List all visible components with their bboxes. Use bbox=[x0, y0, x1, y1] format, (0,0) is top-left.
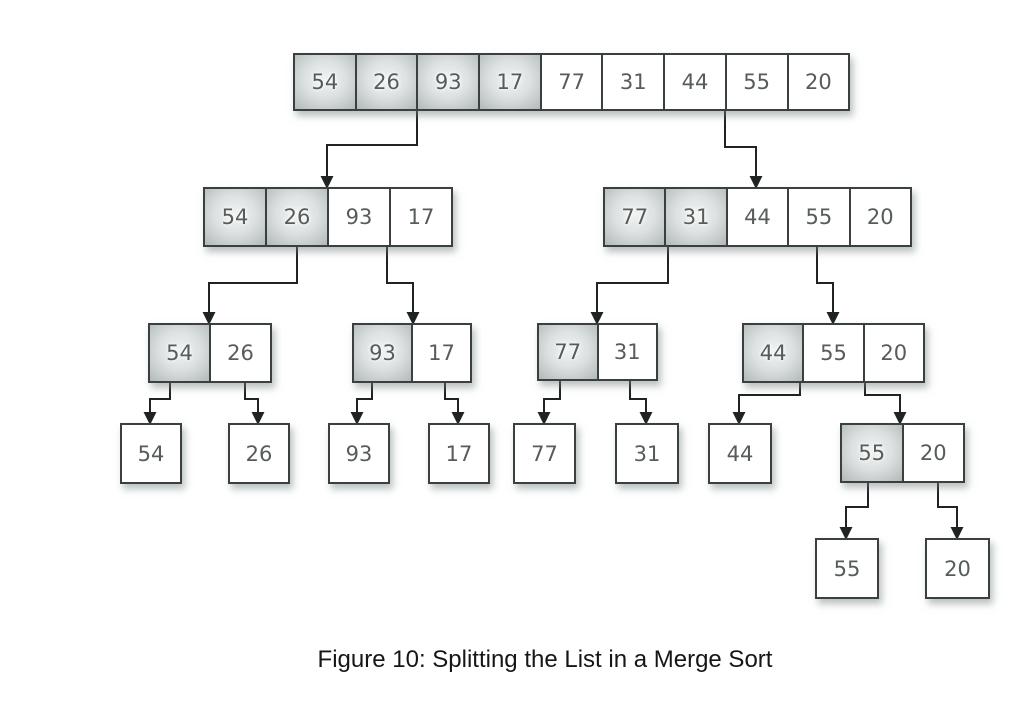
list-cell: 93 bbox=[416, 53, 481, 111]
split-arrow-l2-right-to-l3-d bbox=[816, 247, 840, 325]
list-cell: 77 bbox=[537, 323, 599, 381]
list-cell: 93 bbox=[352, 323, 413, 383]
list-cell: 26 bbox=[228, 423, 290, 484]
split-arrow-l1-to-l2-right bbox=[724, 111, 763, 189]
list-cell: 31 bbox=[601, 53, 666, 111]
list-cell: 54 bbox=[293, 53, 357, 111]
split-arrow-l3-a-to-l4-26 bbox=[244, 383, 265, 425]
list-cell: 55 bbox=[815, 538, 879, 599]
list-row-l4-17: 17 bbox=[428, 423, 490, 484]
list-cell: 26 bbox=[354, 53, 419, 111]
list-cell: 31 bbox=[664, 187, 728, 247]
list-cell: 31 bbox=[615, 423, 679, 484]
list-cell: 20 bbox=[848, 187, 912, 247]
split-arrow-l3-d-to-l4-55-20 bbox=[864, 383, 907, 425]
list-row-l4-77: 77 bbox=[513, 423, 576, 484]
split-arrow-l3-d-to-l4-44 bbox=[732, 383, 801, 425]
list-row-l4-31: 31 bbox=[615, 423, 679, 484]
list-cell: 55 bbox=[724, 53, 789, 111]
list-row-l5-55: 55 bbox=[815, 538, 879, 599]
split-arrow-l3-c-to-l4-31 bbox=[629, 381, 653, 425]
split-arrow-l4-55-20-to-l5-20 bbox=[937, 483, 964, 540]
list-cell: 77 bbox=[513, 423, 576, 484]
split-arrow-l2-left-to-l3-b bbox=[386, 247, 420, 325]
list-cell: 93 bbox=[327, 187, 391, 247]
list-row-l4-54: 54 bbox=[120, 423, 182, 484]
list-cell: 44 bbox=[708, 423, 772, 484]
list-cell: 20 bbox=[925, 538, 990, 599]
split-arrow-l3-a-to-l4-54 bbox=[143, 383, 171, 425]
list-cell: 20 bbox=[901, 423, 965, 483]
figure-caption: Figure 10: Splitting the List in a Merge… bbox=[317, 646, 773, 673]
list-cell: 55 bbox=[787, 187, 851, 247]
list-cell: 55 bbox=[840, 423, 904, 483]
list-row-l4-26: 26 bbox=[228, 423, 290, 484]
list-cell: 44 bbox=[725, 187, 790, 247]
list-cell: 93 bbox=[328, 423, 390, 484]
list-cell: 44 bbox=[742, 323, 805, 383]
list-cell: 54 bbox=[203, 187, 267, 247]
list-cell: 26 bbox=[265, 187, 329, 247]
split-arrow-l3-c-to-l4-77 bbox=[537, 381, 561, 425]
list-cell: 55 bbox=[802, 323, 865, 383]
split-arrow-l2-left-to-l3-a bbox=[202, 247, 298, 325]
list-row-l4-93: 93 bbox=[328, 423, 390, 484]
list-cell: 20 bbox=[862, 323, 925, 383]
list-row-l4-44: 44 bbox=[708, 423, 772, 484]
split-arrow-l3-b-to-l4-17 bbox=[444, 383, 465, 425]
split-arrow-l4-55-20-to-l5-55 bbox=[839, 483, 869, 540]
list-cell: 44 bbox=[663, 53, 727, 111]
list-cell: 20 bbox=[786, 53, 851, 111]
list-cell: 77 bbox=[539, 53, 604, 111]
list-row-l5-20: 20 bbox=[925, 538, 990, 599]
list-cell: 17 bbox=[411, 323, 472, 383]
list-cell: 26 bbox=[209, 323, 272, 383]
list-cell: 17 bbox=[478, 53, 542, 111]
list-cell: 31 bbox=[596, 323, 658, 381]
list-cell: 77 bbox=[603, 187, 667, 247]
list-cell: 17 bbox=[428, 423, 490, 484]
split-arrow-l1-to-l2-left bbox=[320, 111, 418, 189]
list-cell: 54 bbox=[148, 323, 211, 383]
split-arrow-l2-right-to-l3-c bbox=[590, 247, 669, 325]
list-cell: 17 bbox=[389, 187, 453, 247]
list-cell: 54 bbox=[120, 423, 182, 484]
split-arrow-l3-b-to-l4-93 bbox=[350, 383, 373, 425]
